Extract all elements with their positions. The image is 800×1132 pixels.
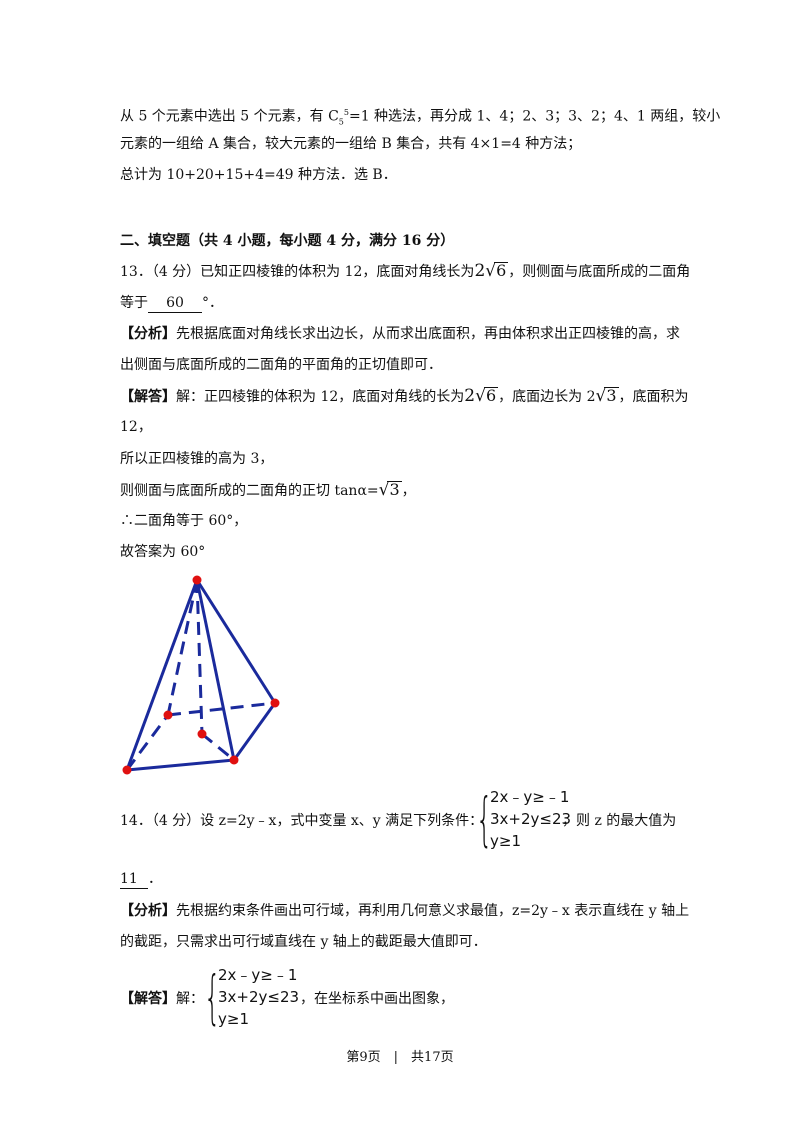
q14-sol-constraint-3: y≥1 [218, 1010, 249, 1028]
pyramid-hidden-edge [125, 714, 170, 771]
pyramid-edge [232, 702, 277, 761]
prev-solution-line-3: 总计为 10+20+15+4=49 种方法．选 B． [120, 167, 397, 183]
pyramid-hidden-edges [125, 579, 276, 771]
q14-constraint-system: { 2x﹣y≥﹣1 3x+2y≤23 y≥1 [476, 785, 572, 853]
q14-solution-constraints: { 2x﹣y≥﹣1 3x+2y≤23 y≥1 [204, 963, 300, 1031]
q14-constraint-3: y≥1 [490, 832, 521, 850]
section-title: 二、填空题（共 4 小题，每小题 4 分，满分 16 分） [120, 233, 455, 249]
q13-solution-line-5: ∴二面角等于 60°， [120, 513, 248, 529]
q14-analysis-line-2: 的截距，只需求出可行域直线在 y 轴上的截距最大值即可． [120, 934, 487, 950]
q14-sol-constraint-1: 2x﹣y≥﹣1 [218, 966, 298, 984]
q14-stem-tail: ，则 z 的最大值为 [562, 813, 677, 829]
pyramid-vertex-dot [163, 710, 173, 720]
q14-constraint-1: 2x﹣y≥﹣1 [490, 788, 570, 806]
q14-solution-tail: ，在坐标系中画出图象， [300, 991, 454, 1007]
q13-analysis-line-2: 出侧面与底面所成的二面角的平面角的正切值即可． [120, 357, 442, 373]
q13-solution-line-4: 则侧面与底面所成的二面角的正切 tanα=√3， [120, 480, 416, 500]
q14-solution: 【解答】解： [120, 991, 204, 1007]
q14-answer-blank: 11 [120, 870, 148, 889]
pyramid-solid-edges [125, 579, 277, 772]
q14-answer-line: 11． [120, 870, 162, 889]
pyramid-vertex-dot [197, 729, 207, 739]
pyramid-hidden-edge [166, 579, 199, 716]
prev-solution-line-2: 元素的一组给 A 集合，较大元素的一组给 B 集合，共有 4×1=4 种方法； [120, 136, 582, 152]
pyramid-edge [195, 579, 277, 704]
pyramid-edge [125, 579, 199, 771]
page-footer: 第9页 | 共17页 [346, 1050, 454, 1065]
pyramid-vertex-dot [192, 575, 202, 585]
q13-solution-line-2: 12， [120, 419, 152, 435]
q13-solution: 【解答】解：正四棱锥的体积为 12，底面对角线的长为2√6，底面边长为 2√3，… [120, 386, 689, 406]
q13-stem: 13．（4 分）已知正四棱锥的体积为 12，底面对角线长为2√6，则侧面与底面所… [120, 261, 691, 281]
q14-sol-constraint-2: 3x+2y≤23 [218, 988, 300, 1006]
pyramid-vertex-dot [122, 765, 132, 775]
pyramid-hidden-edge [201, 732, 235, 762]
pyramid-edge [195, 579, 236, 761]
pyramid-vertices [122, 575, 280, 775]
q13-solution-line-6: 故答案为 60° [120, 544, 206, 560]
q13-answer-blank: 60 [148, 294, 202, 313]
pyramid-vertex-dot [229, 755, 239, 765]
q13-analysis: 【分析】先根据底面对角线长求出边长，从而求出底面积，再由体积求出正四棱锥的高，求 [120, 326, 680, 342]
q14-analysis: 【分析】先根据约束条件画出可行域，再利用几何意义求最值，z=2y﹣x 表示直线在… [120, 903, 690, 919]
pyramid-vertex-dot [270, 698, 280, 708]
pyramid-hidden-edge [195, 579, 204, 735]
q14-stem: 14．（4 分）设 z=2y﹣x，式中变量 x、y 满足下列条件： [120, 813, 484, 829]
prev-solution-line-1: 从 5 个元素中选出 5 个元素，有 C55=1 种选法，再分成 1、4；2、3… [120, 108, 721, 127]
pyramid-edge [126, 758, 235, 772]
q14-constraint-2: 3x+2y≤23 [490, 810, 572, 828]
q13-solution-line-3: 所以正四棱锥的高为 3， [120, 451, 274, 467]
pyramid-hidden-edge [167, 701, 276, 717]
